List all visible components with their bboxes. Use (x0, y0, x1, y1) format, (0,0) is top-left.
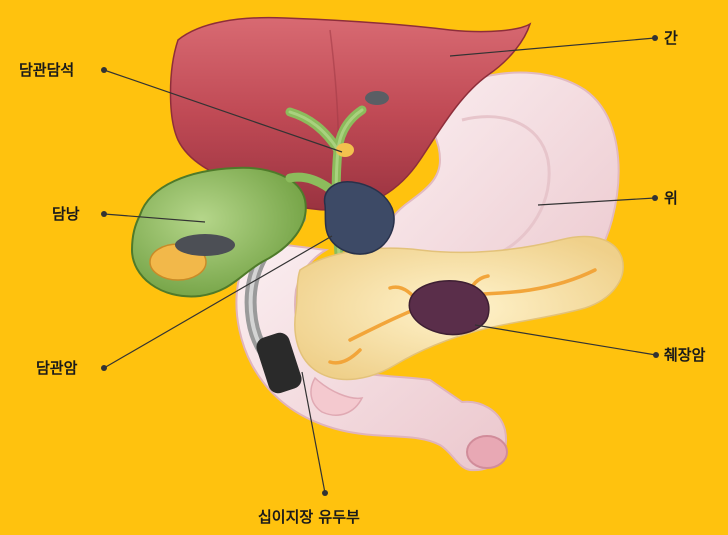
liver-stone (365, 91, 389, 105)
duodenum-opening (467, 436, 507, 468)
label-bile-duct-stone: 담관담석 (19, 61, 74, 79)
label-gallbladder: 담낭 (52, 205, 80, 223)
label-stomach: 위 (664, 189, 678, 207)
dot-duodenal-papilla (322, 490, 328, 496)
pointer-pancreatic-cancer (475, 325, 656, 355)
bile-duct-stone (336, 143, 354, 157)
dot-bile-duct-stone (101, 67, 107, 73)
dot-liver (652, 35, 658, 41)
gallstone-dark (175, 234, 235, 256)
label-duodenal-papilla: 십이지장 유두부 (258, 508, 360, 526)
label-liver: 간 (664, 29, 678, 47)
label-pancreatic-cancer: 췌장암 (664, 346, 705, 364)
dot-stomach (652, 195, 658, 201)
dot-pancreatic-cancer (653, 352, 659, 358)
dot-bile-duct-cancer (101, 365, 107, 371)
dot-gallbladder (101, 211, 107, 217)
label-bile-duct-cancer: 담관암 (36, 359, 77, 377)
